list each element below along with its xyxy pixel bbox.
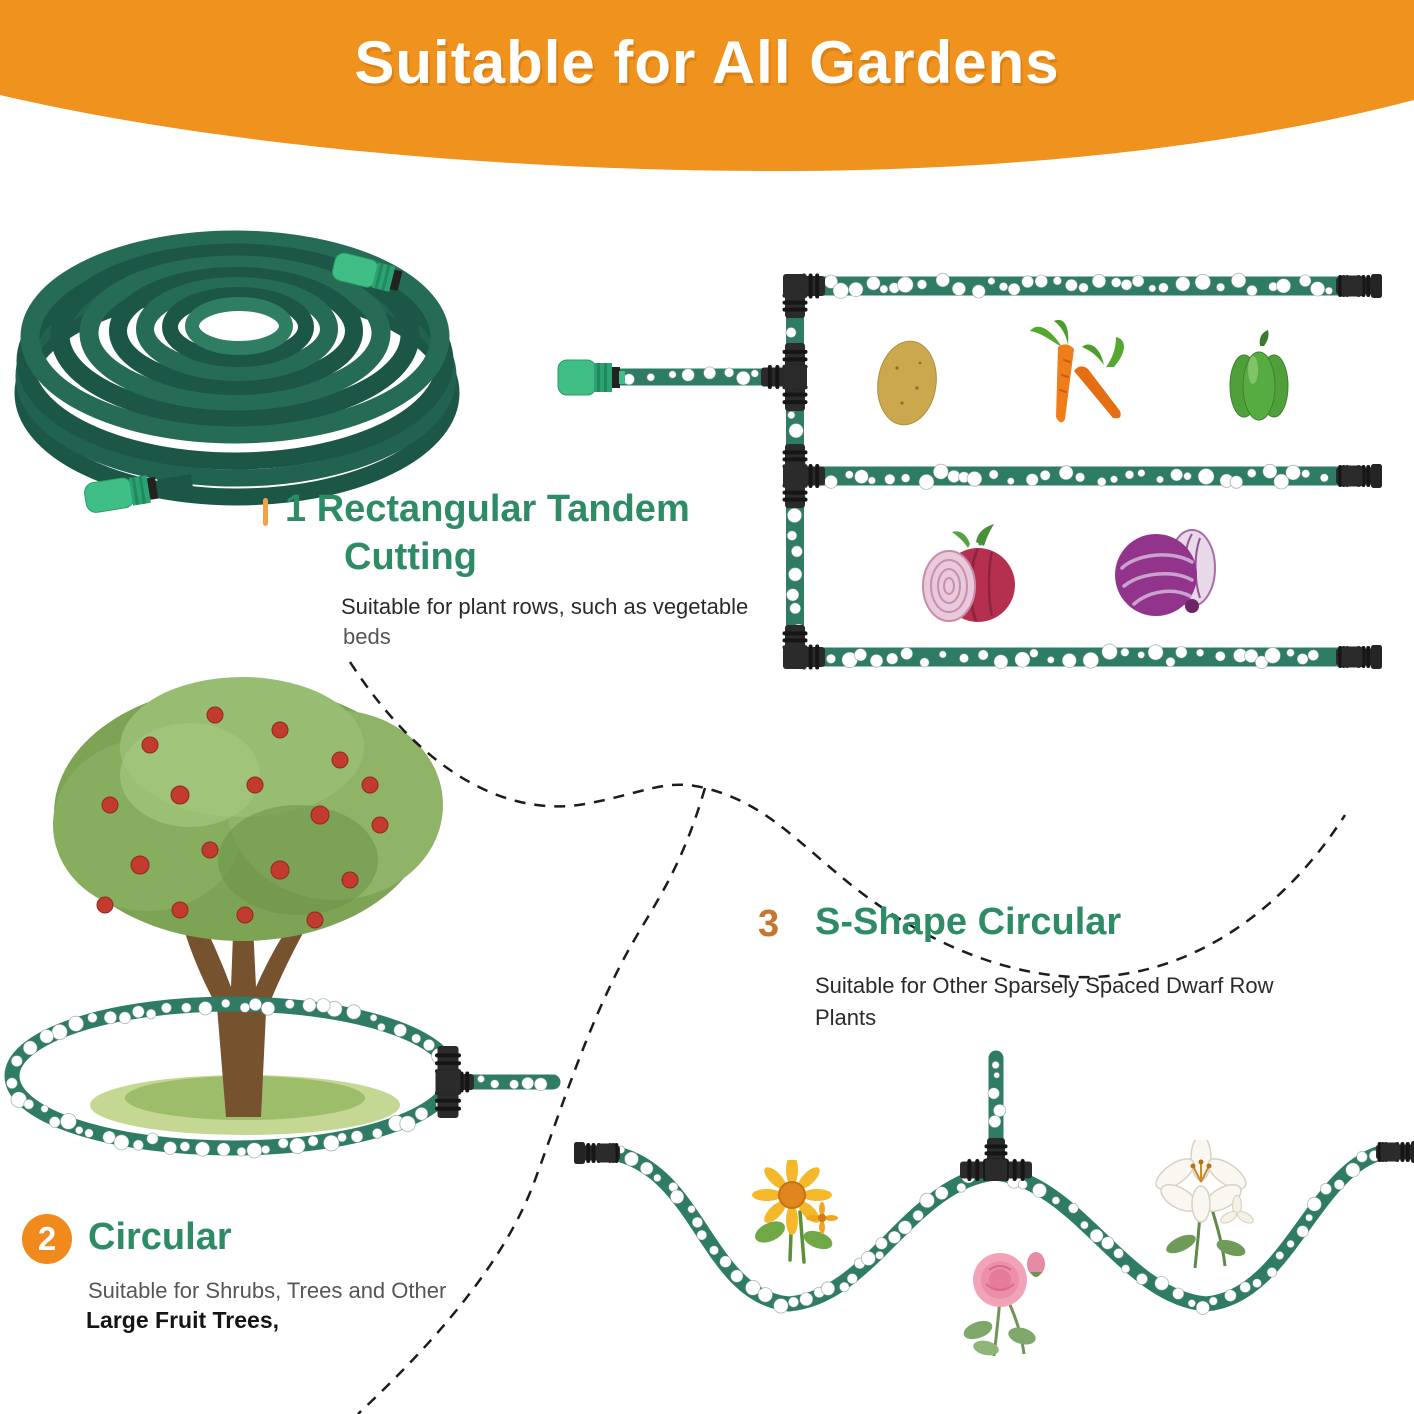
section3-description-line2: Plants <box>815 1005 877 1030</box>
section1-description: Suitable for plant rows, such as vegetab… <box>341 594 749 619</box>
end-cap <box>1376 1141 1414 1163</box>
purple-cabbage <box>1115 529 1216 616</box>
carrots <box>1030 319 1124 423</box>
section3-number: 3 <box>758 903 780 945</box>
section2-number-badge: 2 <box>22 1214 72 1264</box>
lily-bloom <box>1155 1140 1247 1223</box>
end-cap <box>1336 464 1382 488</box>
sunflower <box>752 1160 838 1264</box>
end-cap <box>1336 274 1382 298</box>
sunflower-petals <box>752 1160 832 1235</box>
hose-fittings <box>435 273 1414 1181</box>
section1-heading: 1 Rectangular Tandem <box>285 488 690 530</box>
section1-description-line2: beds <box>343 624 391 649</box>
banner-title: Suitable for All Gardens <box>354 29 1060 96</box>
section3-description: Suitable for Other Sparsely Spaced Dwarf… <box>815 973 1274 998</box>
soaker-hose-coil <box>14 230 460 513</box>
tee-connector-s-shape <box>960 1138 1032 1181</box>
tee-connector-inlet <box>761 343 808 411</box>
section2-heading: Circular <box>88 1216 232 1258</box>
white-lily <box>1155 1140 1254 1269</box>
rose-bud <box>1027 1252 1045 1277</box>
potato <box>877 340 937 426</box>
section1-heading-line2: Cutting <box>344 536 477 578</box>
red-onion <box>922 524 1015 622</box>
section2-description-line2: Large Fruit Trees, <box>86 1307 280 1333</box>
apples <box>96 706 389 929</box>
hose-quick-connector-top <box>332 252 403 292</box>
section1-accent-tick <box>263 498 268 526</box>
pink-rose <box>963 1252 1045 1357</box>
elbow-connector <box>782 625 825 670</box>
green-bell-pepper <box>1229 330 1289 421</box>
apple-tree <box>53 677 443 1135</box>
tee-connector <box>782 444 825 508</box>
dashed-guide-lines <box>348 661 1347 1414</box>
end-cap <box>574 1142 620 1164</box>
end-cap <box>1336 645 1382 669</box>
tee-connector-ring <box>435 1046 474 1118</box>
hose-quick-connector-bottom <box>84 474 194 513</box>
section3-heading: S-Shape Circular <box>815 901 1122 943</box>
hose-drip-holes <box>5 272 1381 1315</box>
elbow-connector <box>782 273 825 318</box>
inlet-quick-connector <box>557 359 625 396</box>
rose-bloom <box>973 1253 1027 1307</box>
banner-arc <box>0 0 1414 172</box>
section2-description: Suitable for Shrubs, Trees and Other <box>88 1278 447 1303</box>
